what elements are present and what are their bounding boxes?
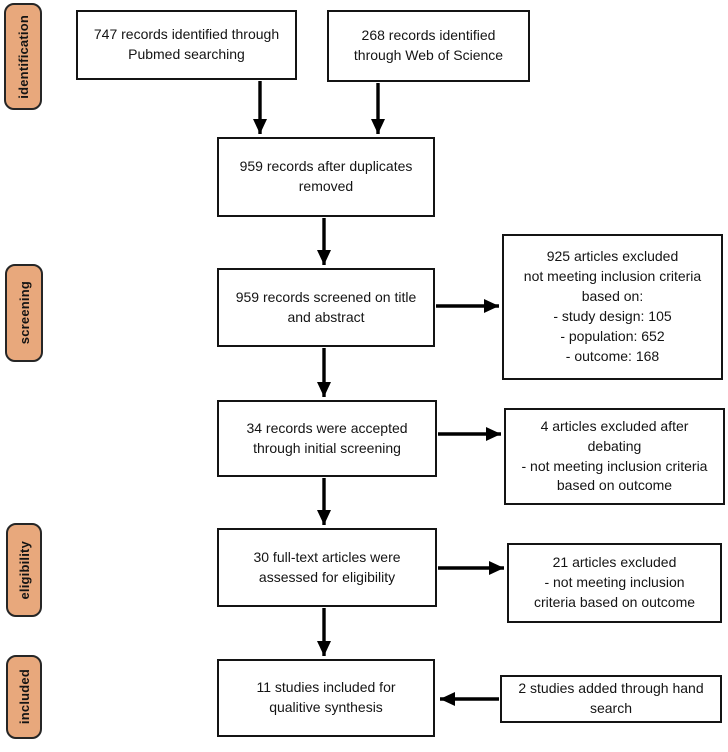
stage-label-included: included: [6, 655, 42, 739]
box-records-screened: 959 records screened on title and abstra…: [217, 268, 435, 347]
box-fulltext-assessed: 30 full-text articles were assessed for …: [217, 528, 437, 607]
box-text: 959 records screened on title and abstra…: [235, 288, 417, 325]
box-records-web-of-science: 268 records identified through Web of Sc…: [327, 10, 530, 82]
box-text: 30 full-text articles were assessed for …: [253, 548, 401, 585]
box-text: 2 studies added through hand search: [518, 680, 704, 716]
stage-label-identification: identification: [4, 3, 42, 110]
box-excluded-4: 4 articles excluded after debating - not…: [504, 408, 725, 505]
box-excluded-21: 21 articles excluded - not meeting inclu…: [507, 543, 722, 623]
stage-label-text: eligibility: [16, 540, 32, 600]
stage-label-screening: screening: [5, 264, 43, 362]
box-excluded-925: 925 articles excluded not meeting inclus…: [502, 234, 723, 380]
stage-label-eligibility: eligibility: [6, 523, 42, 617]
box-text: 747 records identified through Pubmed se…: [93, 26, 280, 62]
box-text: 21 articles excluded - not meeting inclu…: [533, 554, 696, 610]
box-studies-included: 11 studies included for qualitive synthe…: [217, 659, 435, 737]
box-text: 959 records after duplicates removed: [239, 158, 413, 194]
box-records-accepted: 34 records were accepted through initial…: [217, 400, 437, 477]
box-hand-search: 2 studies added through hand search: [500, 675, 722, 723]
stage-label-text: included: [16, 669, 32, 725]
box-text: 34 records were accepted through initial…: [246, 419, 408, 456]
stage-label-text: identification: [15, 14, 31, 99]
box-duplicates-removed: 959 records after duplicates removed: [217, 137, 435, 217]
box-text: 4 articles excluded after debating - not…: [521, 417, 708, 494]
box-text: 925 articles excluded not meeting inclus…: [523, 248, 702, 364]
box-text: 268 records identified through Web of Sc…: [353, 27, 504, 63]
box-text: 11 studies included for qualitive synthe…: [256, 679, 396, 715]
box-records-pubmed: 747 records identified through Pubmed se…: [76, 10, 297, 80]
stage-label-text: screening: [16, 281, 32, 345]
